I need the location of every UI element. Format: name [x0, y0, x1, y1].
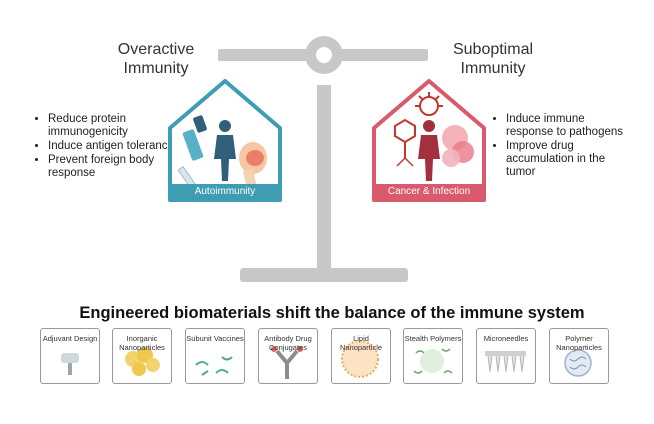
- left-title-line1: Overactive: [117, 41, 195, 58]
- cancer-infection-house: Cancer & Infection: [369, 78, 489, 203]
- house-outline-icon: [168, 79, 282, 202]
- tile-adjuvant-design: Adjuvant Design: [40, 328, 100, 384]
- tile-inorganic-nanoparticles: Inorganic Nanoparticles: [112, 328, 172, 384]
- person-icon: [214, 120, 236, 181]
- list-item: Improve drug accumulation in the tumor: [506, 140, 626, 179]
- left-bullet-list: Reduce protein immunogenicity Induce ant…: [36, 113, 176, 181]
- tumor-icon: [442, 125, 474, 167]
- autoimmunity-house: Autoimmunity: [165, 78, 285, 203]
- autoimmunity-label: Autoimmunity: [170, 184, 280, 200]
- list-item: Prevent foreign body response: [48, 154, 176, 180]
- tile-stealth-polymers: Stealth Polymers: [403, 328, 463, 384]
- right-title: Suboptimal Immunity: [433, 40, 553, 78]
- tile-polymer-nanoparticles: Polymer Nanoparticles: [549, 328, 609, 384]
- right-title-line2: Immunity: [460, 60, 526, 77]
- tile-label: Subunit Vaccines: [186, 334, 244, 343]
- right-bullet-list: Induce immune response to pathogens Impr…: [494, 113, 626, 180]
- antibody-icon: [271, 346, 303, 379]
- tile-label: Antibody Drug Conjugates: [264, 334, 312, 352]
- person-icon: [418, 120, 440, 181]
- house-outline-icon: [372, 79, 486, 202]
- headline: Engineered biomaterials shift the balanc…: [79, 304, 585, 322]
- adjuvant-icon: [61, 353, 79, 375]
- list-item: Induce immune response to pathogens: [506, 113, 626, 139]
- tile-label: Polymer Nanoparticles: [556, 334, 602, 352]
- right-title-line1: Suboptimal: [452, 41, 534, 58]
- tile-microneedles: Microneedles: [476, 328, 536, 384]
- tile-lipid-nanoparticle: Lipid Nanoparticle: [331, 328, 391, 384]
- balance-scale: [218, 36, 428, 282]
- tile-antibody-drug-conjugates: Antibody Drug Conjugates: [258, 328, 318, 384]
- tile-subunit-vaccines: Subunit Vaccines: [185, 328, 245, 384]
- left-title: Overactive Immunity: [96, 40, 216, 78]
- tile-label: Microneedles: [483, 334, 529, 343]
- tile-label: Lipid Nanoparticle: [339, 334, 383, 352]
- polymer-nanoparticle-icon: [564, 349, 592, 377]
- tile-label: Stealth Polymers: [404, 334, 462, 343]
- polymer-coated-particle-icon: [413, 348, 453, 374]
- inflamed-joint-icon: [239, 142, 267, 189]
- list-item: Induce antigen tolerance: [48, 140, 176, 153]
- tile-label: Inorganic Nanoparticles: [119, 334, 165, 352]
- microneedle-patch-icon: [485, 351, 526, 373]
- bacteriophage-icon: [394, 118, 416, 167]
- lipid-nanoparticle-icon: [341, 340, 379, 378]
- tile-label: Adjuvant Design: [42, 334, 98, 343]
- virus-icon: [415, 92, 443, 116]
- inhaler-icon: [182, 115, 207, 161]
- left-title-line2: Immunity: [123, 60, 189, 77]
- protein-fragments-icon: [195, 356, 233, 376]
- list-item: Reduce protein immunogenicity: [48, 113, 176, 139]
- nanoparticle-cluster-icon: [125, 347, 160, 376]
- cancer-infection-label: Cancer & Infection: [374, 184, 484, 200]
